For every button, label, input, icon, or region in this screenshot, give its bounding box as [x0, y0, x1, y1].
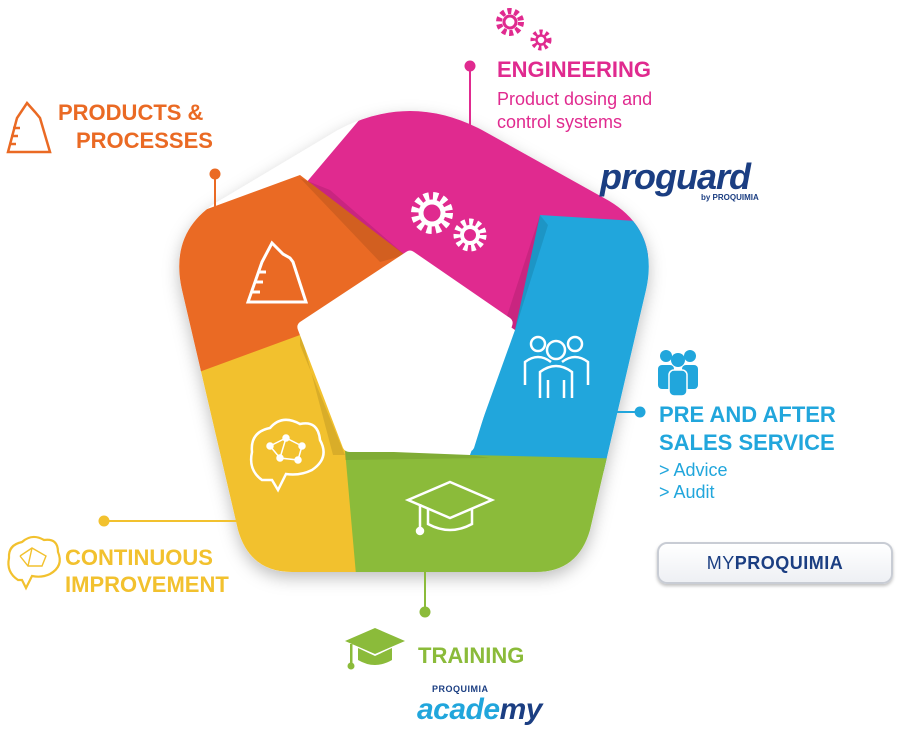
service-title-1: PRE AND AFTER	[659, 402, 836, 427]
engineering-subtitle-1: Product dosing and	[497, 89, 653, 109]
connector-improvement	[98, 515, 250, 527]
academy-logo-my: my	[500, 693, 544, 726]
connector-products	[209, 168, 221, 260]
myproquimia-logo-bold: PROQUIMIA	[734, 552, 844, 573]
service-item-advice: > Advice	[659, 460, 728, 480]
training-title: TRAINING	[418, 643, 525, 668]
flask-icon	[245, 240, 309, 304]
products-flask-icon	[6, 100, 52, 154]
proguard-logo-sub: by PROQUIMIA	[701, 193, 759, 202]
academy-logo: PROQUIMIA academy	[417, 684, 544, 726]
myproquimia-logo-light: MY	[706, 552, 735, 573]
brain-icon	[249, 418, 325, 493]
academy-logo-top: PROQUIMIA	[432, 684, 489, 694]
connector-service	[586, 406, 646, 418]
products-title-2: PROCESSES	[76, 128, 213, 153]
products-title-1: PRODUCTS &	[58, 100, 204, 125]
connector-engineering	[464, 60, 476, 176]
improvement-title-2: IMPROVEMENT	[65, 572, 229, 597]
proguard-logo-text: proguard	[599, 156, 752, 197]
people-icon	[523, 335, 590, 398]
engineering-subtitle-2: control systems	[497, 112, 623, 132]
center-pentagon	[297, 250, 513, 452]
service-item-audit: > Audit	[659, 482, 715, 502]
svg-text:academy: academy	[417, 693, 544, 726]
connector-training	[419, 555, 431, 618]
improvement-title-1: CONTINUOUS	[65, 545, 213, 570]
graduation-cap-icon	[404, 480, 496, 536]
service-title-2: SALES SERVICE	[659, 430, 835, 455]
service-people-icon	[658, 350, 698, 397]
training-cap-icon	[345, 628, 405, 670]
segment-training	[330, 450, 649, 572]
improvement-brain-icon	[7, 535, 61, 591]
proguard-logo: proguard by PROQUIMIA	[599, 156, 759, 202]
engineering-gears-icon	[496, 8, 552, 51]
engineering-title: ENGINEERING	[497, 57, 652, 82]
gears-icon	[411, 192, 487, 252]
academy-logo-acade: acade	[417, 693, 500, 726]
segment-products	[179, 175, 405, 390]
